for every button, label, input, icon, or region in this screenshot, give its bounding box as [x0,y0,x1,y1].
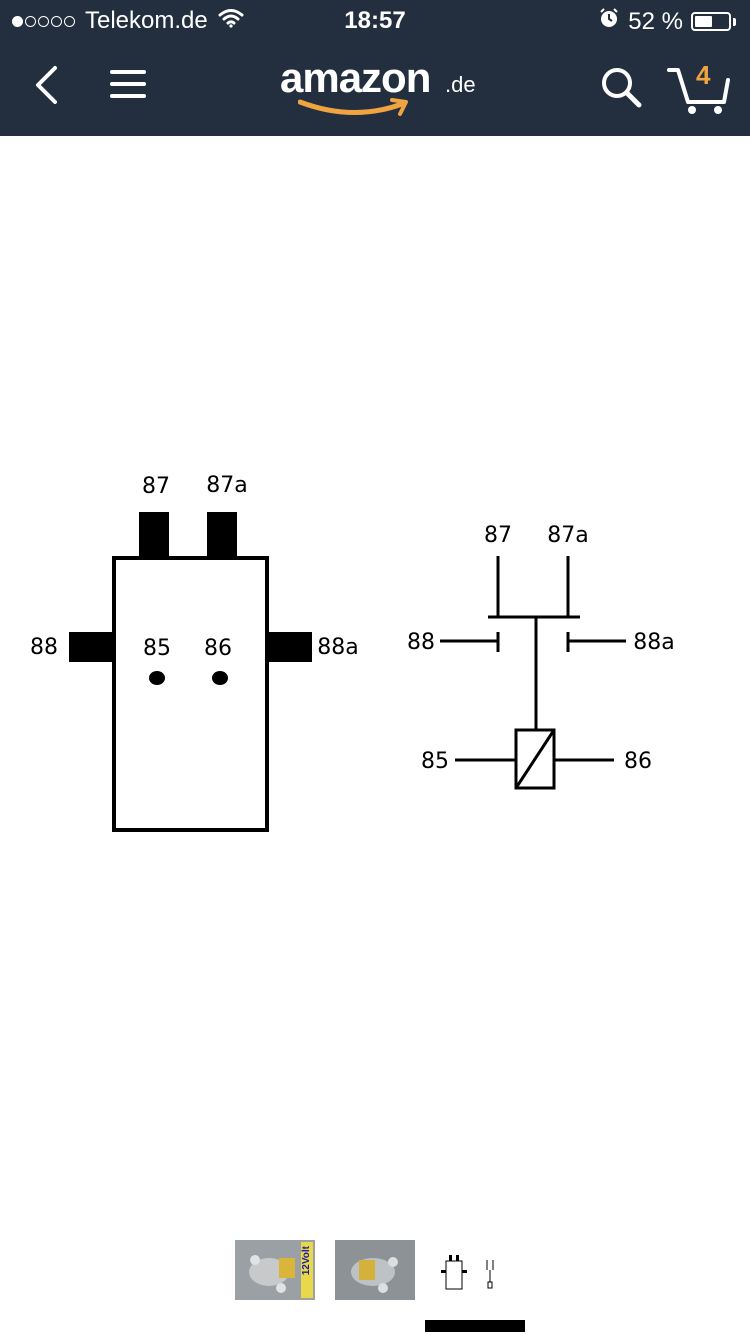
battery-tip [733,17,736,26]
thumbnail-strip: 12Volt [0,1236,750,1306]
relay-schematic [440,556,626,790]
relay-photo-icon [249,1255,295,1293]
menu-button[interactable] [104,62,152,106]
product-image[interactable]: 87 87a 88 88a 85 86 87 87a 88 88a [0,136,750,1226]
schem-label-85: 85 [421,749,449,774]
schem-label-88a: 88a [633,630,674,655]
search-button[interactable] [596,62,646,112]
schem-label-87: 87 [484,523,512,548]
battery-percent: 52 % [628,7,683,35]
smile-arrow-icon [298,98,408,116]
signal-dot [64,15,75,27]
cart-icon [667,68,730,114]
alarm-icon [598,7,620,36]
logo-tld: .de [445,72,476,97]
schem-label-86: 86 [624,749,652,774]
label-88a: 88a [317,635,358,660]
voltage-badge: 12Volt [301,1242,313,1298]
cart-button[interactable]: 4 [666,58,732,116]
wifi-icon [218,7,244,35]
back-icon [36,66,57,104]
signal-dot [25,15,36,27]
header: Telekom.de 18:57 52 % [0,0,750,136]
nav-bar: amazon .de 4 [0,40,750,136]
label-85: 85 [143,636,171,661]
search-icon [602,68,642,108]
logo-word: amazon [280,54,431,101]
carrier-name: Telekom.de [85,7,208,34]
relay-housing: 87 87a 88 88a 85 86 [30,473,359,832]
label-87: 87 [142,474,170,499]
thumbnail-relay-diagram[interactable] [435,1240,515,1300]
battery-icon [691,12,731,31]
menu-icon [110,70,146,98]
voltage-badge-text: 12Volt [301,1246,312,1276]
signal-strength-icon [12,15,75,27]
thumbnail-relay-photo[interactable] [335,1240,415,1300]
cart-count-badge: 4 [696,60,711,90]
pin-87a [207,512,237,558]
status-right: 52 % [598,7,736,36]
pin-88a [267,632,312,662]
selected-thumbnail-indicator [425,1320,525,1332]
status-left: Telekom.de [12,7,244,35]
signal-dot [12,15,23,27]
label-88: 88 [30,635,58,660]
relay-photo-icon [351,1257,398,1293]
relay-wiring-diagram: 87 87a 88 88a 85 86 87 87a 88 88a [30,473,675,832]
battery-fill [695,16,712,27]
back-button[interactable] [26,60,66,110]
thumbnail-relay-photo-12v[interactable]: 12Volt [235,1240,315,1300]
schem-label-87a: 87a [547,523,588,548]
status-bar: Telekom.de 18:57 52 % [0,0,750,40]
pin-87 [139,512,169,558]
label-86: 86 [204,636,232,661]
pin-85 [149,671,165,685]
label-87a: 87a [206,473,247,498]
schem-label-88: 88 [407,630,435,655]
signal-dot [51,15,62,27]
amazon-logo[interactable]: amazon .de [280,54,480,124]
relay-diagram-icon [441,1255,494,1290]
signal-dot [38,15,49,27]
relay-schematic-labels: 87 87a 88 88a 85 86 [407,523,675,774]
pin-88 [69,632,114,662]
pin-86 [212,671,228,685]
